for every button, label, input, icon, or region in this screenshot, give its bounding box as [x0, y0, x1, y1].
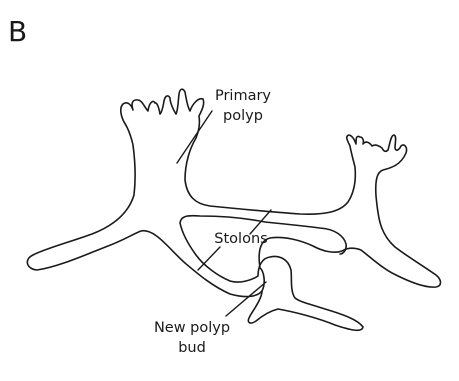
label-primary-polyp-line1: Primary: [215, 88, 271, 104]
leader-line-primary-polyp: [177, 111, 212, 163]
panel-letter: B: [8, 15, 27, 48]
label-primary-polyp-line2: polyp: [223, 108, 263, 124]
label-new-polyp-bud-line2: bud: [178, 340, 206, 356]
label-stolons: Stolons: [214, 231, 267, 247]
leader-line-stolons-lower: [198, 247, 220, 270]
label-new-polyp-bud-line1: New polyp: [154, 320, 230, 336]
stolon-loop-and-bud: [180, 216, 363, 331]
